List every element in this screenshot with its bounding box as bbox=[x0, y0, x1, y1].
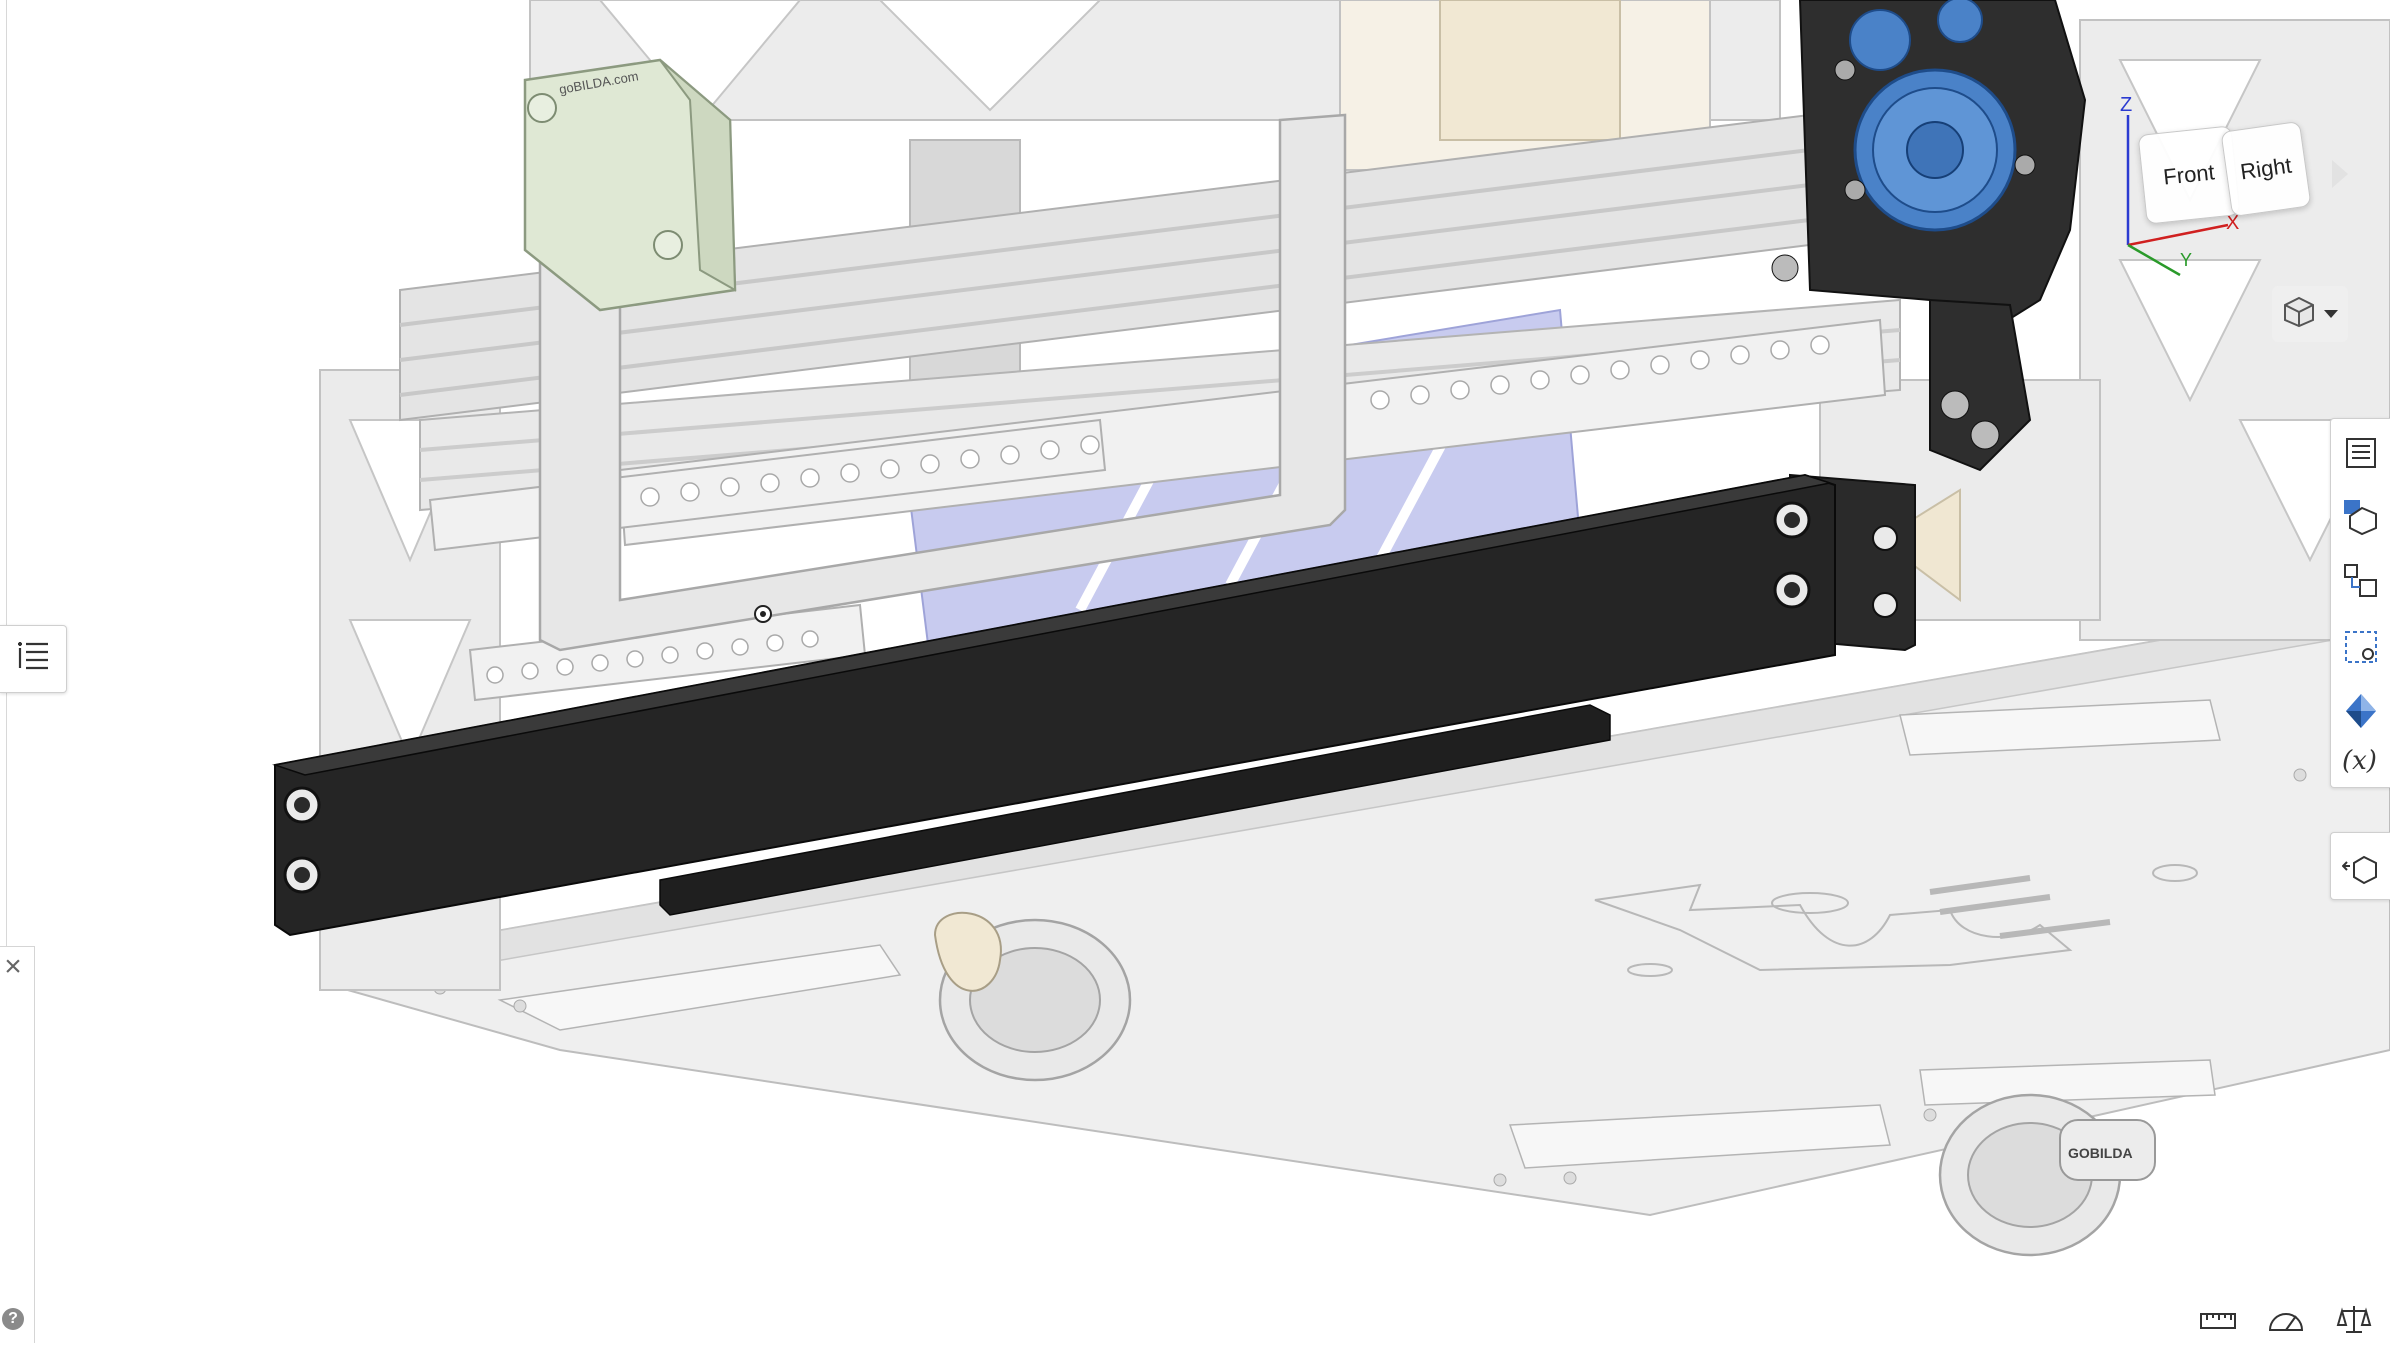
measure-tool-icon[interactable] bbox=[2194, 1300, 2242, 1338]
collapsed-side-panel bbox=[0, 946, 35, 1343]
view-cube-icon bbox=[2282, 295, 2316, 334]
axis-z-label: Z bbox=[2120, 94, 2133, 116]
rotate-right-arrow[interactable] bbox=[2332, 160, 2348, 188]
axis-x-label: X bbox=[2226, 212, 2240, 234]
view-cube-right[interactable]: Right bbox=[2220, 120, 2312, 218]
instances-list-icon[interactable] bbox=[2339, 431, 2383, 475]
view-cube[interactable]: Z X Y Front Right bbox=[2100, 90, 2360, 290]
omni-wheels: GOBILDA bbox=[933, 911, 2156, 1257]
base-plate bbox=[329, 598, 2390, 1217]
close-icon[interactable]: × bbox=[4, 950, 22, 983]
bounding-box-icon[interactable] bbox=[2339, 625, 2383, 669]
u-bracket bbox=[538, 113, 1347, 652]
right-toolbar: (x) bbox=[2330, 418, 2390, 788]
feature-list-toggle[interactable] bbox=[0, 625, 67, 693]
axis-triad bbox=[2126, 115, 2229, 277]
parts-appearance-icon[interactable] bbox=[2339, 495, 2383, 539]
angle-tool-icon[interactable] bbox=[2262, 1300, 2310, 1338]
back-frame bbox=[319, 0, 2390, 991]
chevron-down-icon bbox=[2324, 310, 2338, 318]
axis-y-label: Y bbox=[2180, 250, 2193, 270]
view-options-dropdown[interactable] bbox=[2272, 286, 2348, 342]
mass-properties-icon[interactable] bbox=[2330, 1300, 2378, 1338]
mate-connector-icon[interactable] bbox=[2339, 559, 2383, 603]
bearing-label: GOBILDA bbox=[2068, 1145, 2133, 1161]
render-studio-icon[interactable] bbox=[2339, 689, 2383, 733]
variables-icon[interactable]: (x) bbox=[2339, 737, 2383, 781]
feature-list-icon bbox=[14, 638, 52, 681]
gear-assembly bbox=[1771, 0, 2087, 472]
motor: goBILDA.com bbox=[523, 58, 737, 312]
black-slide-rail bbox=[272, 473, 1916, 937]
svg-text:(x): (x) bbox=[2342, 746, 2377, 776]
help-icon[interactable]: ? bbox=[2, 1308, 24, 1330]
exploded-view-icon[interactable] bbox=[2330, 832, 2390, 900]
